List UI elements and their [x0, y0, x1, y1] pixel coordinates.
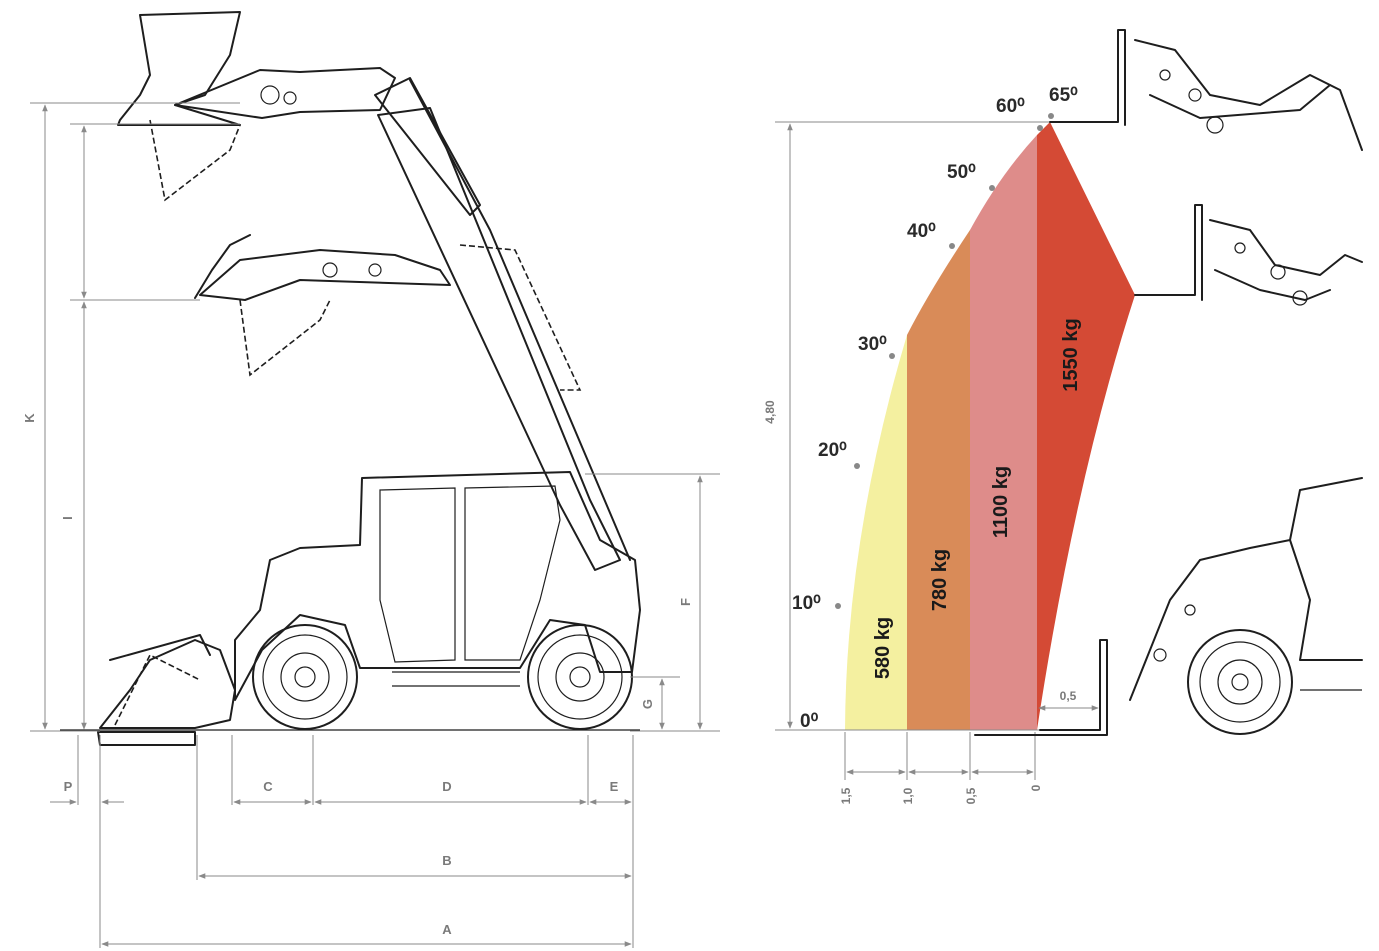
angle-40: 40⁰ [907, 221, 936, 242]
dim-label-a: A [442, 922, 452, 937]
fork-carriage-middle [1134, 204, 1363, 306]
zone-580kg [845, 335, 907, 730]
rear-wheel [252, 624, 358, 730]
telescopic-boom [374, 77, 631, 571]
angle-0: 0⁰ [800, 711, 819, 732]
load-chart: 4,80 0⁰ 10⁰ 20⁰ 30⁰ 40⁰ 50⁰ 60⁰ 65⁰ 580 … [763, 85, 1135, 804]
angle-10: 10⁰ [792, 593, 821, 614]
angle-65: 65⁰ [1049, 85, 1078, 106]
angle-20: 20⁰ [818, 440, 847, 461]
cab [379, 485, 561, 663]
x-tick-1-5: 1,5 [839, 787, 853, 804]
chassis [234, 471, 641, 701]
height-label: 4,80 [763, 400, 777, 424]
dim-label-c: C [263, 779, 273, 794]
angle-30: 30⁰ [858, 334, 887, 355]
zone-1100kg [970, 135, 1037, 730]
zone-1550kg [1037, 122, 1135, 730]
x-tick-0: 0 [1029, 784, 1043, 791]
x-tick-0-5: 0,5 [964, 787, 978, 804]
load-label-1550: 1550 kg [1060, 318, 1082, 391]
dim-label-k: K [22, 413, 37, 423]
angle-60: 60⁰ [996, 96, 1025, 117]
dim-label-g: G [640, 699, 655, 709]
dim-label-d: D [442, 779, 451, 794]
dim-label-i: I [60, 516, 75, 520]
dimension-lines [30, 102, 720, 948]
x-tick-1-0: 1,0 [901, 787, 915, 804]
load-label-580: 580 kg [872, 617, 894, 679]
fork-carriage-top [1049, 29, 1363, 151]
dim-label-p: P [64, 779, 73, 794]
machine-side-view [60, 11, 641, 746]
dim-label-e: E [610, 779, 619, 794]
zone-780kg [907, 230, 970, 730]
load-label-1100: 1100 kg [990, 466, 1012, 538]
load-label-780: 780 kg [929, 549, 951, 611]
dimension-labels: K I F G P C D E B A [22, 413, 693, 937]
dim-label-b: B [442, 853, 451, 868]
dim-label-f: F [678, 598, 693, 606]
middle-arm-linkage [199, 249, 451, 301]
outreach-label: 0,5 [1060, 689, 1077, 703]
front-wheel [527, 624, 633, 730]
fork-carriage-lowered [974, 477, 1363, 736]
bucket-top [117, 11, 241, 126]
upper-arm-linkage [174, 67, 396, 119]
angle-50: 50⁰ [947, 162, 976, 183]
